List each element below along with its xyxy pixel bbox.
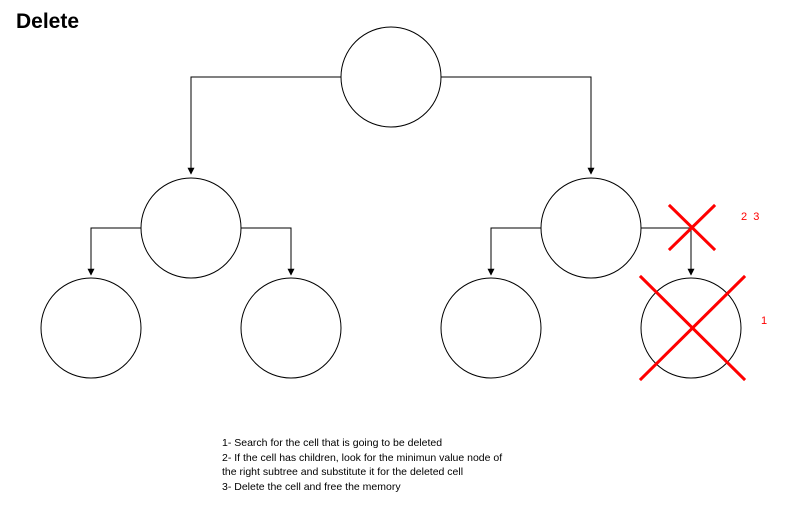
tree-node-left-right [240,277,342,379]
tree-node-left-left [40,277,142,379]
tree-node-right-left [440,277,542,379]
delete-link-cross-icon [667,203,717,252]
node-step-label: 1 [761,315,767,327]
tree-node-right [540,177,642,279]
edge-root-right [441,76,595,175]
page-title: Delete [16,10,80,33]
note-line: 1- Search for the cell that is going to … [222,437,443,449]
edge-right-rightleft [487,227,541,276]
note-line: the right subtree and substitute it for … [222,466,464,478]
tree-node-left [140,177,242,279]
note-line: 2- If the cell has children, look for th… [222,451,503,464]
edge-left-leftleft [87,227,141,276]
tree-node-root [340,26,442,128]
link-step-label: 2 3 [741,211,759,223]
note-line: 3- Delete the cell and free the memory [222,480,401,493]
edge-root-left [187,76,341,175]
delete-node-cross-icon [638,274,747,382]
edge-left-leftright [241,227,295,276]
delete-steps-notes: 1- Search for the cell that is going to … [222,436,582,494]
